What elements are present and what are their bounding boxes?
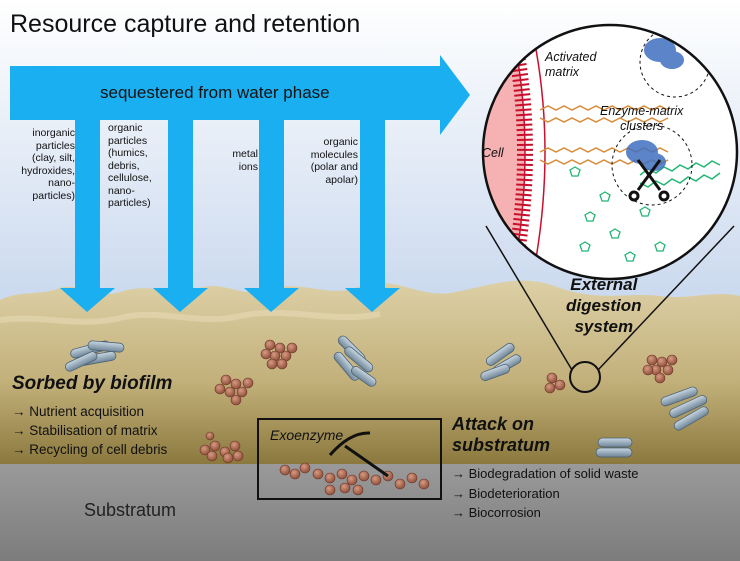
sorbed-item: → Nutrient acquisition (12, 404, 145, 419)
scissors-icon (628, 159, 670, 202)
substratum-layer (0, 464, 740, 561)
attack-item: → Biodeterioration (452, 486, 560, 501)
arrow-label: sequestered from water phase (100, 83, 330, 102)
attack-item: → Biocorrosion (452, 505, 541, 520)
sorbed-item: → Recycling of cell debris (12, 442, 168, 457)
zoom-source-circle (569, 361, 601, 393)
sorbed-item: → Stabilisation of matrix (12, 423, 158, 438)
diagram-title: Resource capture and retention (10, 10, 361, 38)
sequestration-arrow (10, 55, 470, 312)
particle-clusters (199, 339, 678, 496)
cell-label: Cell (482, 146, 504, 160)
pickaxe-icon (328, 431, 371, 456)
exoenzyme-box (257, 418, 442, 500)
exoenzyme-label: Exoenzyme (270, 427, 344, 443)
bacteria-clusters (64, 335, 709, 458)
sorbed-title: Sorbed by biofilm (12, 373, 173, 394)
attack-item: → Biodegradation of solid waste (452, 466, 639, 481)
biofilm-layer (0, 280, 740, 466)
substratum-label: Substratum (84, 500, 177, 520)
